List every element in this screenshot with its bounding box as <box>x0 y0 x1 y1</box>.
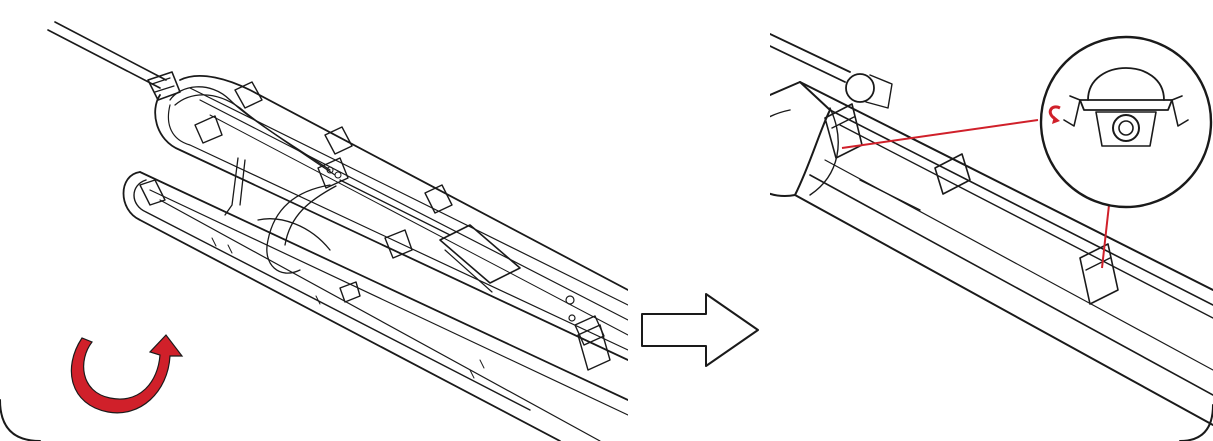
internal-wiring <box>169 86 451 274</box>
closed-luminaire-drawing <box>770 33 1213 441</box>
power-cable <box>47 21 167 89</box>
rotate-arrow-icon <box>70 334 184 414</box>
luminaire-housing <box>154 75 628 371</box>
right-panel <box>770 0 1213 441</box>
cable-gland <box>147 71 181 101</box>
luminaire-body <box>794 81 1213 426</box>
end-cap <box>770 81 839 197</box>
clip-detail-icon <box>1039 35 1213 209</box>
cable-gland <box>845 73 893 109</box>
power-cable <box>770 33 851 83</box>
diffuser-cover <box>122 171 628 441</box>
detail-leader-lines <box>841 119 1111 269</box>
open-luminaire-drawing <box>0 21 628 441</box>
left-panel <box>0 21 628 441</box>
right-arrow-icon <box>636 290 766 370</box>
frame-corner <box>0 399 41 441</box>
